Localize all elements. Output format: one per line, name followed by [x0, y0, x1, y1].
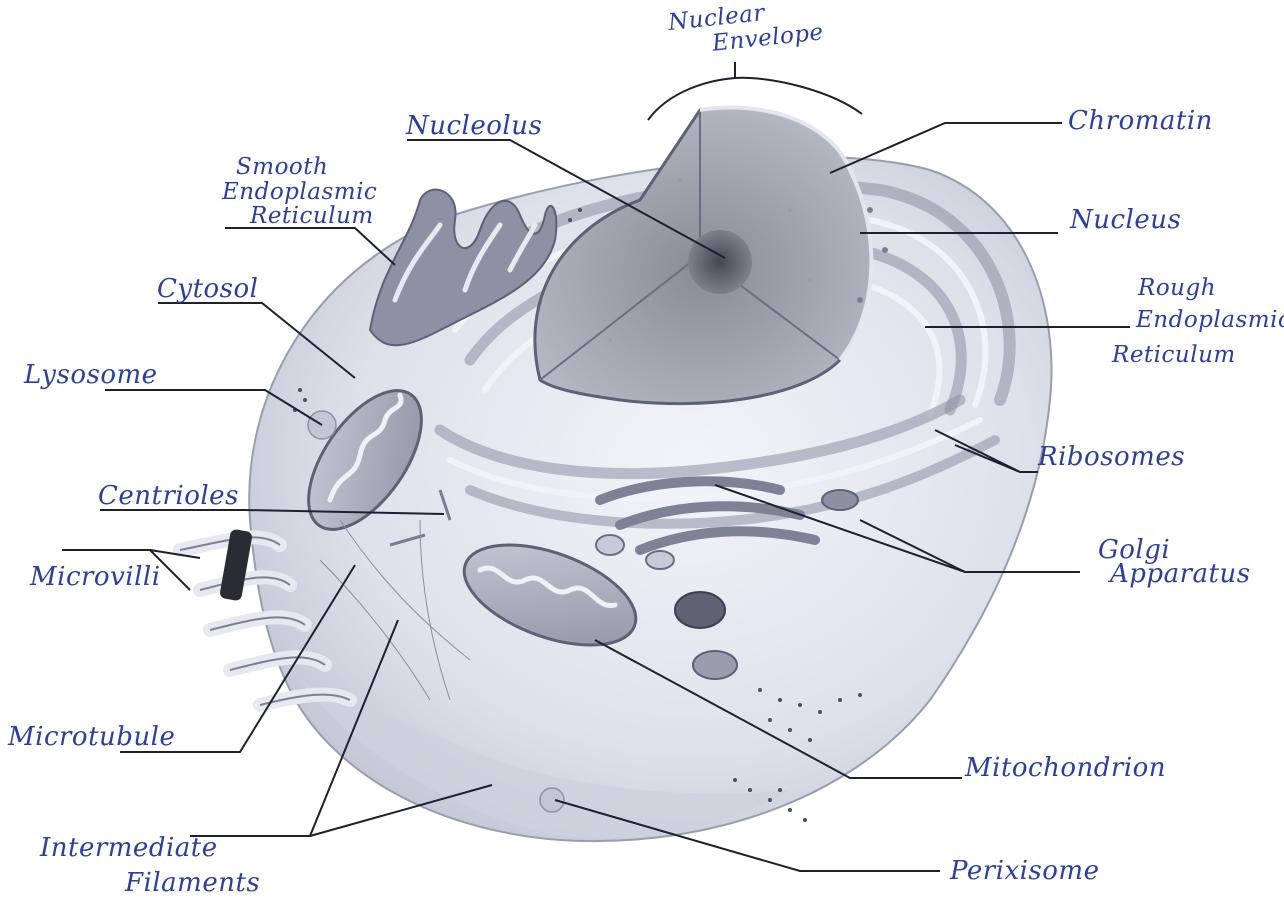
label-nucleus: Nucleus	[1070, 207, 1181, 233]
label-intermediate-filaments-line1: Intermediate	[40, 835, 218, 861]
label-rough-er-line2: Endoplasmic	[1136, 308, 1284, 332]
label-chromatin: Chromatin	[1068, 108, 1213, 134]
label-microvilli: Microvilli	[30, 564, 161, 590]
label-golgi-line2: Apparatus	[1110, 561, 1251, 587]
label-peroxisome: Perixisome	[950, 858, 1099, 884]
label-intermediate-filaments-line2: Filaments	[125, 870, 260, 896]
peroxisome-illustration	[540, 788, 564, 812]
label-rough-er-line1: Rough	[1138, 276, 1216, 300]
label-smooth-er-line3: Reticulum	[250, 204, 374, 228]
label-smooth-er-line2: Endoplasmic	[222, 180, 377, 204]
label-microtubule: Microtubule	[8, 724, 175, 750]
label-centrioles: Centrioles	[98, 483, 239, 509]
label-rough-er-line3: Reticulum	[1112, 343, 1236, 367]
label-smooth-er-line1: Smooth	[236, 155, 328, 179]
label-ribosomes: Ribosomes	[1038, 444, 1185, 470]
label-mitochondrion: Mitochondrion	[965, 755, 1166, 781]
label-nucleolus: Nucleolus	[406, 113, 542, 139]
nucleus-illustration	[535, 108, 888, 404]
label-cytosol: Cytosol	[157, 276, 259, 302]
label-lysosome: Lysosome	[24, 362, 158, 388]
nucleolus-illustration	[688, 230, 752, 294]
